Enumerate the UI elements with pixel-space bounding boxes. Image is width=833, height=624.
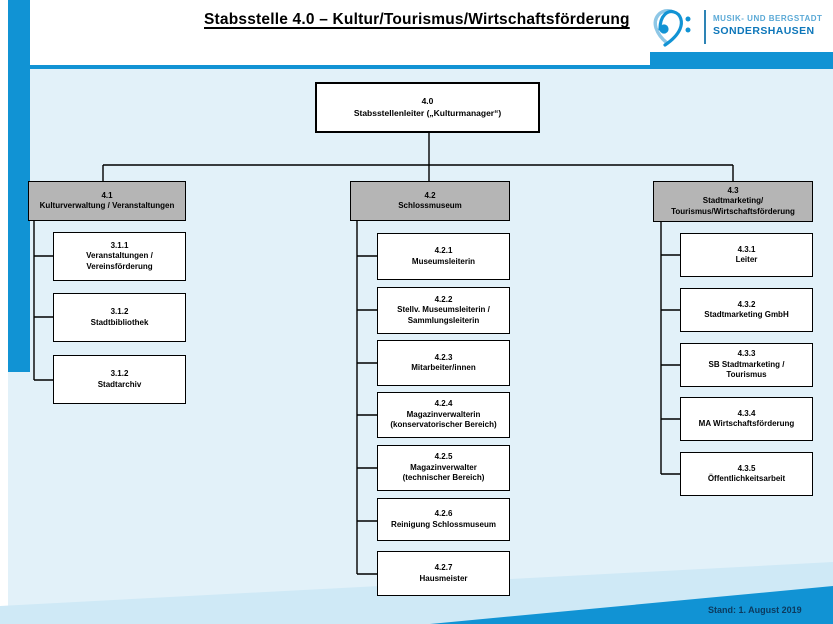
org-node-code: 4.3.1 (737, 244, 756, 254)
org-node-label: Schlossmuseum (398, 201, 462, 210)
org-node-4-2-5: 4.2.5 Magazinverwalter (technischer Bere… (377, 445, 510, 491)
org-node-4-3-4: 4.3.4 MA Wirtschaftsförderung (680, 397, 813, 441)
status-date: Stand: 1. August 2019 (708, 605, 802, 615)
org-node-label: Reinigung Schlossmuseum (391, 519, 496, 529)
org-node-4-3-3: 4.3.3 SB Stadtmarketing / Tourismus (680, 343, 813, 387)
org-node-label: Leiter (735, 255, 758, 264)
org-branch-4-1: 4.1 Kulturverwaltung / Veranstaltungen (28, 181, 186, 221)
org-node-label: SB Stadtmarketing / Tourismus (708, 359, 785, 380)
org-node-label: Kulturverwaltung / Veranstaltungen (39, 201, 175, 210)
org-branch-4-3: 4.3 Stadtmarketing/ Tourismus/Wirtschaft… (653, 181, 813, 222)
org-node-root: 4.0 Stabsstellenleiter („Kulturmanager“) (315, 82, 540, 133)
org-node-3-1-2-bibliothek: 3.1.2 Stadtbibliothek (53, 293, 186, 342)
org-node-4-2-3: 4.2.3 Mitarbeiter/innen (377, 340, 510, 386)
org-node-label: MA Wirtschaftsförderung (698, 419, 795, 428)
org-node-code: 4.2 (424, 190, 436, 200)
left-accent-bar (8, 0, 30, 372)
org-node-label: Magazinverwalter (technischer Bereich) (402, 462, 485, 483)
brand-logo: MUSIK- UND BERGSTADT SONDERSHAUSEN (648, 2, 833, 50)
org-node-4-3-5: 4.3.5 Öffentlichkeitsarbeit (680, 452, 813, 496)
org-node-code: 4.2.5 (434, 452, 453, 462)
logo-text-line2: SONDERSHAUSEN (713, 25, 815, 37)
page-title: Stabsstelle 4.0 – Kultur/Tourismus/Wirts… (204, 11, 630, 28)
org-node-4-3-1: 4.3.1 Leiter (680, 233, 813, 277)
org-node-label: Mitarbeiter/innen (411, 363, 476, 372)
org-node-label: Stadtmarketing/ Tourismus/Wirtschaftsför… (671, 196, 795, 216)
org-node-4-2-2: 4.2.2 Stellv. Museumsleiterin / Sammlung… (377, 287, 510, 334)
org-node-label: Museumsleiterin (411, 256, 476, 266)
logo-text-line1: MUSIK- UND BERGSTADT (713, 14, 823, 23)
org-node-code: 3.1.2 (110, 307, 129, 317)
org-branch-4-2: 4.2 Schlossmuseum (350, 181, 510, 221)
org-node-code: 4.3.2 (737, 299, 756, 309)
org-node-code: 4.3.3 (737, 349, 756, 359)
top-accent-rule (8, 65, 833, 69)
org-node-4-3-2: 4.3.2 Stadtmarketing GmbH (680, 288, 813, 332)
org-node-code: 4.2.6 (434, 509, 453, 519)
org-node-4-2-6: 4.2.6 Reinigung Schlossmuseum (377, 498, 510, 541)
org-node-code: 3.1.2 (110, 369, 129, 379)
org-node-label: Stadtarchiv (97, 379, 142, 389)
org-node-3-1-2-archiv: 3.1.2 Stadtarchiv (53, 355, 186, 404)
org-node-label: Hausmeister (419, 573, 468, 583)
org-node-code: 4.2.1 (434, 246, 453, 256)
org-node-label: Stabsstellenleiter („Kulturmanager“) (353, 107, 502, 118)
org-node-code: 4.3 (727, 185, 739, 195)
org-node-label: Stadtmarketing GmbH (704, 310, 789, 319)
bass-clef-heart-icon (653, 9, 691, 47)
org-node-label: Magazinverwalterin (konservatorischer Be… (390, 409, 497, 430)
org-node-label: Veranstaltungen / Vereinsförderung (86, 251, 153, 271)
org-node-label: Stadtbibliothek (90, 317, 149, 327)
org-node-code: 3.1.1 (110, 240, 129, 250)
logo-divider (704, 10, 706, 44)
org-node-code: 4.3.5 (737, 463, 756, 473)
org-node-label: Stellv. Museumsleiterin / Sammlungsleite… (397, 305, 490, 325)
org-node-4-2-1: 4.2.1 Museumsleiterin (377, 233, 510, 280)
org-node-code: 4.2.2 (434, 294, 453, 304)
org-node-code: 4.2.7 (434, 563, 453, 573)
org-node-code: 4.2.3 (434, 352, 453, 362)
org-node-code: 4.2.4 (434, 399, 453, 409)
org-node-code: 4.1 (101, 190, 113, 200)
top-right-accent-bar (650, 52, 833, 69)
org-node-3-1-1: 3.1.1 Veranstaltungen / Vereinsförderung (53, 232, 186, 281)
org-node-4-2-4: 4.2.4 Magazinverwalterin (konservatorisc… (377, 392, 510, 438)
org-node-4-2-7: 4.2.7 Hausmeister (377, 551, 510, 596)
org-node-code: 4.3.4 (737, 408, 756, 418)
org-node-code: 4.0 (421, 96, 434, 107)
org-node-label: Öffentlichkeitsarbeit (707, 474, 786, 483)
